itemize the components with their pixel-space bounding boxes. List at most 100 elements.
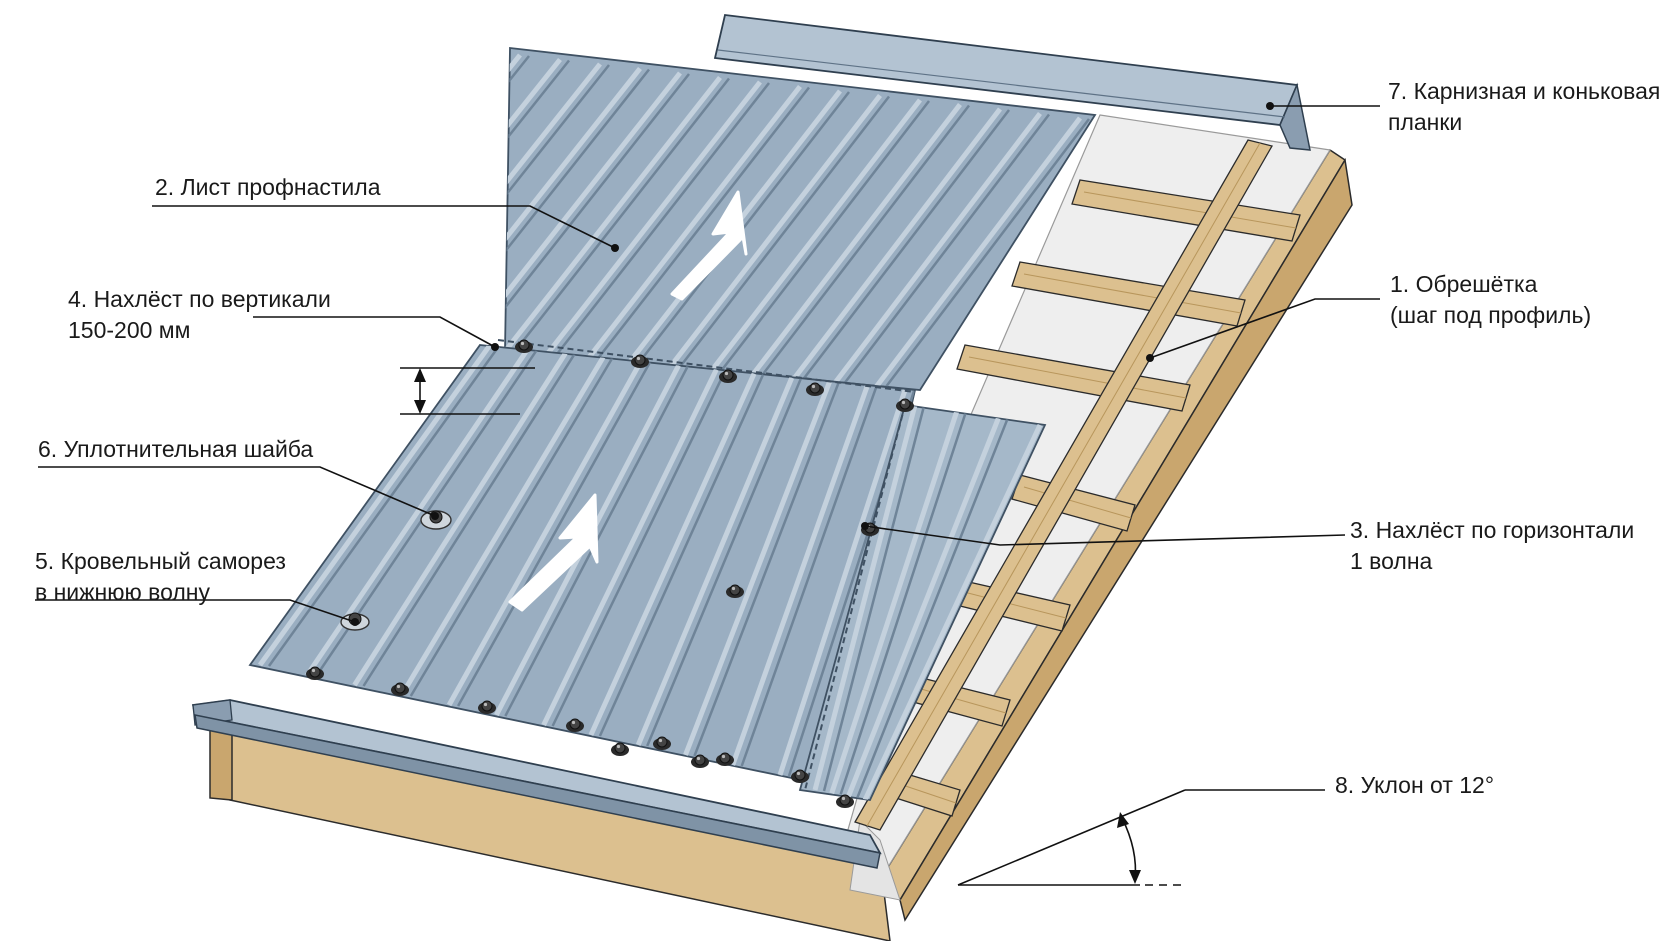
callout-4-vertical-overlap: 4. Нахлёст по вертикали 150-200 мм	[68, 284, 331, 346]
sheet-rib-highlight	[541, 368, 719, 727]
roofing-screw	[515, 339, 533, 353]
sheet-rib-highlight	[745, 102, 962, 383]
roofing-screw	[391, 682, 409, 696]
sheet-rib-highlight	[664, 93, 882, 374]
callout-1-battens: 1. Обрешётка (шаг под профиль)	[1390, 269, 1591, 331]
roofing-screw	[611, 742, 629, 756]
sheet-rib-shadow	[837, 113, 1050, 390]
roofing-screw	[726, 584, 744, 598]
upper-sheet-arrow	[670, 190, 748, 301]
roofing-screw	[896, 398, 914, 412]
sheet-rib-highlight	[583, 84, 802, 365]
roofing-screw	[691, 754, 709, 768]
sheet-rib-highlight	[705, 98, 922, 378]
sheet-rib-shadow	[598, 374, 765, 737]
callout-2-profiled-sheet: 2. Лист профнастила	[155, 172, 381, 203]
roofing-screw	[806, 382, 824, 396]
side-board-face	[899, 157, 1353, 922]
lower-left-sheet	[248, 344, 917, 787]
sheet-rib-highlight	[399, 355, 606, 697]
roofing-screw	[653, 736, 671, 750]
sheet-rib-highlight	[505, 75, 722, 355]
roofing-screw	[631, 354, 649, 368]
sheet-rib-shadow	[552, 82, 770, 360]
callout-1-line2: (шаг под профиль)	[1390, 302, 1592, 328]
sheet-rib-highlight	[777, 389, 908, 776]
sheet-rib-highlight	[505, 62, 602, 341]
sheet-rib-highlight	[542, 80, 762, 360]
sheet-rib-highlight	[812, 405, 918, 791]
callout-4-line1: 4. Нахлёст по вертикали	[68, 286, 331, 312]
eave-flashing	[191, 699, 882, 869]
sheet-rib-shadow	[822, 405, 926, 792]
sheet-rib-highlight	[588, 372, 757, 737]
sheet-rib-shadow	[511, 77, 730, 355]
sheet-rib-highlight	[257, 345, 493, 667]
counter-batten	[854, 139, 1273, 831]
sheet-rib-highlight	[730, 385, 870, 766]
slope-angle-indicator	[957, 789, 1186, 886]
sheet-rib-shadow	[674, 95, 890, 374]
sheet-rib-shadow	[646, 378, 802, 747]
upper-sheet	[504, 46, 1097, 391]
callout-8-line1: 8. Уклон от 12°	[1335, 772, 1495, 798]
sheet-rib-shadow	[839, 412, 967, 795]
callout-7-line1: 7. Карнизная и коньковая	[1388, 78, 1661, 104]
sheet-rib-shadow	[505, 64, 610, 342]
sheet-rib-highlight	[635, 376, 795, 746]
callout-7-ridge-eave-flashing: 7. Карнизная и коньковая планки	[1388, 76, 1660, 138]
roofing-screw	[836, 794, 854, 808]
sheet-rib-shadow	[551, 369, 727, 727]
roofing-screw	[716, 752, 734, 766]
callout-2-line1: 2. Лист профнастила	[155, 174, 381, 200]
sheet-rib-highlight	[505, 57, 562, 337]
sheet-rib-shadow	[505, 59, 570, 337]
callout-5-roofing-screw: 5. Кровельный саморез в нижнюю волну	[35, 546, 286, 608]
sheet-rib-highlight	[352, 351, 568, 687]
sheet-rib-shadow	[505, 68, 650, 346]
sheet-rib-shadow	[715, 100, 930, 379]
callout-8-slope: 8. Уклон от 12°	[1335, 770, 1494, 801]
sheet-rib-shadow	[796, 109, 1010, 388]
sheet-rib-highlight	[505, 71, 682, 351]
callout-6-sealing-washer: 6. Уплотнительная шайба	[38, 434, 313, 465]
sealing-washer	[420, 510, 452, 530]
callout-5-line2: в нижнюю волну	[35, 579, 211, 605]
sheet-rib-shadow	[856, 418, 1009, 799]
callout-3-horizontal-overlap: 3. Нахлёст по горизонтали 1 волна	[1350, 515, 1634, 577]
horizontal-overlap-line	[804, 404, 906, 791]
sheet-rib-shadow	[409, 357, 614, 697]
sheet-rib-shadow	[878, 118, 1090, 390]
roofing-screw	[791, 769, 809, 783]
sheet-rib-highlight	[868, 116, 1082, 390]
vertical-overlap-dimension	[400, 367, 535, 415]
sheet-rib-shadow	[693, 382, 840, 757]
sheet-rib-shadow	[755, 104, 970, 383]
vertical-overlap-line	[497, 339, 916, 393]
sheet-rib-highlight	[862, 423, 1043, 800]
sheet-rib-highlight	[786, 107, 1002, 388]
sheet-rib-highlight	[827, 111, 1042, 390]
sheet-rib-shadow	[505, 73, 690, 351]
roofing-screw	[719, 369, 737, 383]
sheet-rib-shadow	[593, 86, 810, 365]
sheet-rib-shadow	[362, 353, 576, 687]
callout-4-line2: 150-200 мм	[68, 317, 191, 343]
roofing-screw	[478, 700, 496, 714]
sheet-rib-shadow	[740, 386, 878, 767]
sheet-rib-highlight	[829, 410, 960, 795]
callout-5-line1: 5. Кровельный саморез	[35, 548, 286, 574]
lower-sheet-arrow	[508, 493, 599, 612]
roofing-screw	[306, 666, 324, 680]
callout-3-line2: 1 волна	[1350, 548, 1433, 574]
leader-lines	[35, 102, 1380, 791]
callout-6-line1: 6. Уплотнительная шайба	[38, 436, 314, 462]
sheet-rib-highlight	[846, 417, 1001, 798]
sheet-rib-shadow	[456, 361, 652, 707]
callout-3-line1: 3. Нахлёст по горизонтали	[1350, 517, 1635, 543]
callout-7-line2: планки	[1388, 109, 1463, 135]
roofing-screw	[566, 718, 584, 732]
callout-1-line1: 1. Обрешётка	[1390, 271, 1538, 297]
